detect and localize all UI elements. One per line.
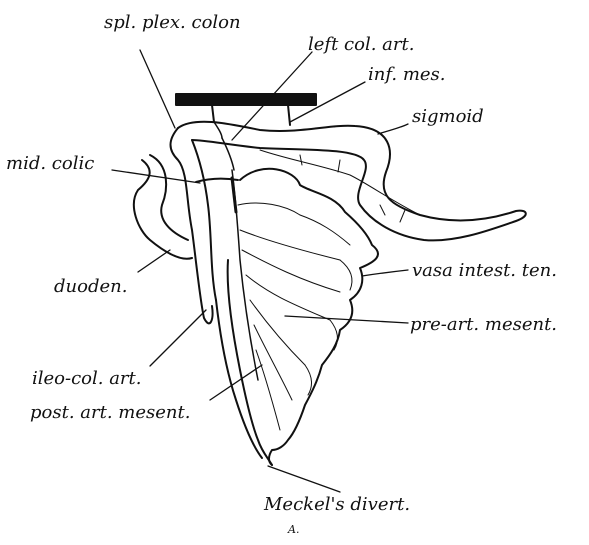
pointer-meckel bbox=[268, 466, 340, 492]
label-ileo-col-art: ileo-col. art. bbox=[32, 370, 142, 388]
pointer-pre-art bbox=[285, 316, 408, 323]
label-sigmoid: sigmoid bbox=[412, 108, 484, 126]
figure-caption: A. bbox=[288, 524, 299, 535]
pointer-duoden bbox=[138, 250, 170, 272]
label-spl-plex-colon: spl. plex. colon bbox=[104, 14, 241, 32]
label-mid-colic: mid. colic bbox=[6, 155, 94, 173]
colon-inner bbox=[192, 140, 216, 300]
label-post-art-mesent: post. art. mesent. bbox=[30, 404, 190, 422]
pointer-vasa bbox=[362, 270, 408, 276]
label-duoden: duoden. bbox=[54, 278, 127, 296]
label-inf-mes: inf. mes. bbox=[368, 66, 446, 84]
pointer-post-art bbox=[210, 365, 262, 400]
label-pre-art-mesent: pre-art. mesent. bbox=[410, 316, 557, 334]
pointer-sigmoid bbox=[378, 124, 408, 134]
label-vasa-intest-ten: vasa intest. ten. bbox=[412, 262, 557, 280]
small-intestine bbox=[228, 260, 272, 465]
label-left-col-art: left col. art. bbox=[308, 36, 414, 54]
splenic-flexure bbox=[171, 128, 213, 323]
label-meckels-divert: Meckel's divert. bbox=[264, 496, 410, 514]
sigmoid-colon bbox=[178, 122, 526, 241]
clamp-bar bbox=[176, 94, 316, 105]
pointer-mid-colic bbox=[112, 170, 200, 183]
pointer-spl-plex bbox=[140, 50, 175, 128]
pointer-ileo-col bbox=[150, 310, 206, 366]
